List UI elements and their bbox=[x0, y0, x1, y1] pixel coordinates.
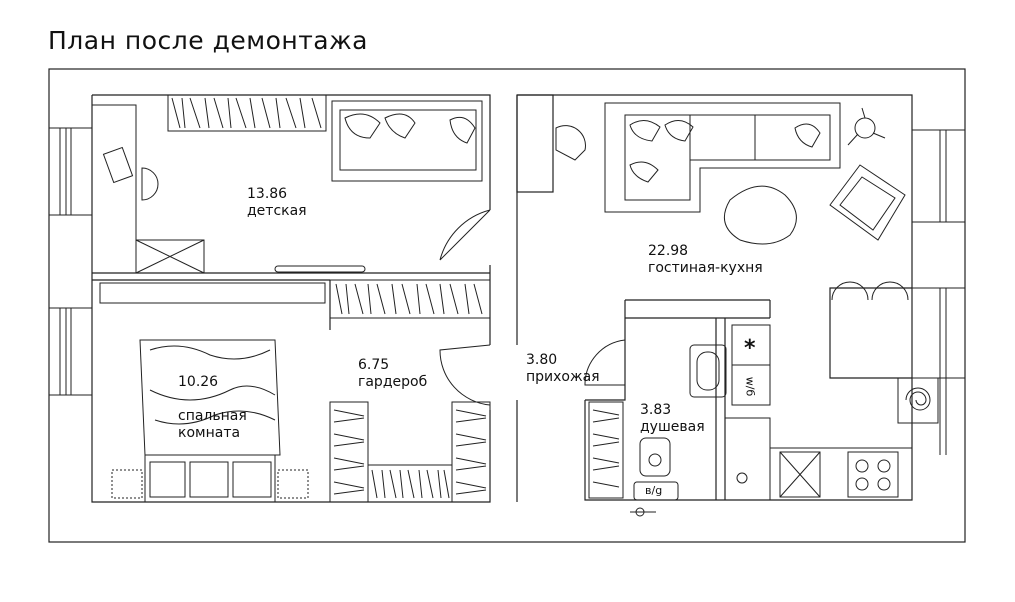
room-area: 13.86 bbox=[247, 186, 288, 202]
dining-table bbox=[831, 281, 909, 301]
kids-radiator bbox=[274, 265, 366, 273]
living-armchair bbox=[829, 164, 906, 241]
hall-shoe-rack-slats bbox=[592, 409, 620, 488]
room-name: гостиная-кухня bbox=[648, 260, 763, 276]
room-name: детская bbox=[247, 203, 307, 219]
room-label-hall: 3.80 прихожая bbox=[526, 352, 600, 386]
room-area: 6.75 bbox=[358, 357, 390, 373]
room-label-shower: 3.83 душевая bbox=[640, 402, 705, 436]
bedroom-bed bbox=[139, 339, 281, 503]
kitchen-hob bbox=[847, 451, 899, 498]
room-area: 3.80 bbox=[526, 352, 558, 368]
bath-water-heater bbox=[633, 481, 679, 501]
room-area: 22.98 bbox=[648, 243, 689, 259]
water-heater-label: в/g bbox=[645, 484, 663, 497]
living-chair-left bbox=[555, 125, 586, 161]
kitchen-ventilation bbox=[897, 377, 939, 424]
door-bathroom bbox=[584, 339, 626, 386]
plan-title: План после демонтажа bbox=[48, 26, 368, 55]
room-label-bedroom: 10.26 спальная комната bbox=[178, 357, 247, 459]
bath-toilet bbox=[639, 437, 671, 477]
kitchen-sink bbox=[779, 451, 821, 498]
wardrobe-shelf-top bbox=[329, 279, 491, 319]
living-rug bbox=[723, 185, 797, 245]
living-sofa bbox=[604, 102, 841, 213]
room-name: гардероб bbox=[358, 374, 428, 390]
wardrobe-shelf-left bbox=[329, 401, 369, 503]
window-right-lower bbox=[939, 378, 947, 455]
washer-label: w/б bbox=[743, 376, 757, 397]
room-label-kids: 13.86 детская bbox=[247, 186, 307, 220]
bath-washbasin bbox=[689, 344, 727, 398]
bedroom-nightstand-right bbox=[277, 469, 309, 499]
door-wardrobe bbox=[439, 344, 491, 406]
window-right-top bbox=[912, 129, 965, 223]
wardrobe-shelf-bottom bbox=[367, 464, 453, 503]
outer-wall bbox=[48, 68, 966, 543]
window-left-top bbox=[49, 127, 92, 216]
star-mark: * bbox=[744, 336, 756, 361]
living-tripod-lamp bbox=[847, 107, 886, 146]
bath-shower bbox=[724, 417, 771, 501]
hall-shoe-rack bbox=[588, 401, 624, 499]
wardrobe-shelf-right bbox=[451, 401, 491, 503]
room-name: душевая bbox=[640, 419, 705, 435]
room-label-wardrobe: 6.75 гардероб bbox=[358, 357, 427, 391]
room-name: прихожая bbox=[526, 369, 600, 385]
bath-drain bbox=[630, 507, 656, 517]
room-area: 3.83 bbox=[640, 402, 672, 418]
door-kids bbox=[439, 209, 491, 261]
bedroom-nightstand-left bbox=[111, 469, 143, 499]
room-area: 10.26 bbox=[178, 374, 219, 390]
window-right-bottom bbox=[912, 287, 965, 379]
kids-desk bbox=[91, 104, 205, 274]
room-name: спальная комната bbox=[178, 408, 247, 441]
kids-bookshelf bbox=[167, 94, 327, 132]
room-label-living: 22.98 гостиная-кухня bbox=[648, 243, 763, 277]
kids-sofa bbox=[331, 100, 483, 182]
bedroom-shelf bbox=[99, 282, 326, 304]
window-left-bottom bbox=[49, 307, 92, 396]
